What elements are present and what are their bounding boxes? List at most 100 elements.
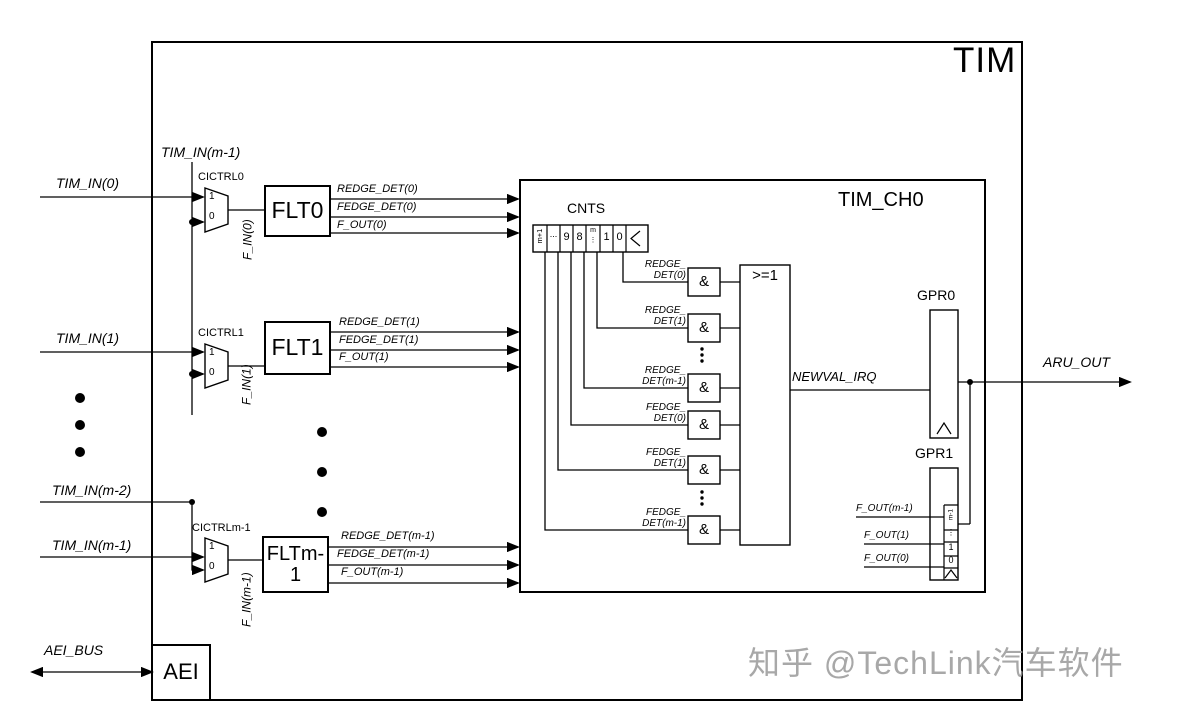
label-aei: AEI [163, 659, 199, 685]
and-gate-symbol: & [698, 415, 709, 433]
label-gpr1: GPR1 [915, 445, 954, 461]
cictrl1-mux-shape [204, 343, 229, 389]
label-flt1: FLT1 [271, 334, 324, 361]
ellipsis-dot-small [700, 502, 704, 506]
and-input-label: FEDGE_ DET(m-1) [642, 507, 686, 529]
junction-dot [189, 371, 195, 377]
and-input-label: REDGE_ DET(1) [644, 305, 686, 327]
label-aei-bus: AEI_BUS [44, 642, 104, 658]
cnts-bit-mid-dots: ⋮ [589, 237, 597, 244]
label-tim-in-0: TIM_IN(0) [56, 175, 119, 191]
wire-cnts-to-and3 [583, 252, 688, 389]
gpr1-mux-dots: ⋮ [947, 528, 955, 537]
and-gate-symbol: & [698, 318, 709, 336]
watermark: 知乎 @TechLink汽车软件 [748, 645, 1124, 681]
wire-cnts-to-and2 [596, 252, 688, 329]
label-aru-out: ARU_OUT [1043, 354, 1110, 370]
and-input-label: REDGE_ DET(0) [644, 259, 686, 281]
label-tim-in-m1-top: TIM_IN(m-1) [161, 144, 241, 160]
label-f-out-1: F_OUT(1) [339, 351, 389, 363]
ellipsis-dot-small [700, 490, 704, 494]
label-tim-in-m2: TIM_IN(m-2) [52, 482, 132, 498]
ellipsis-dot-small [700, 347, 704, 351]
or-gate-symbol: >=1 [752, 267, 778, 284]
label-fedge-det-0: FEDGE_DET(0) [337, 201, 417, 213]
ellipsis-dot-small [700, 353, 704, 357]
mux0-sel1: 1 [209, 191, 215, 202]
cnts-register-box [532, 224, 649, 253]
cictrlm1-mux-shape [204, 537, 229, 583]
shift-direction-icon [630, 230, 641, 247]
wire-cnts-to-and1 [622, 252, 688, 283]
ellipsis-dot [75, 420, 85, 430]
label-fltm1: FLTm- 1 [266, 542, 325, 586]
junction-dot [189, 499, 195, 505]
label-fedge-det-m1: FEDGE_DET(m-1) [337, 548, 430, 560]
and-gate-symbol: & [698, 460, 709, 478]
wire-gpr1-to-aru [958, 382, 971, 525]
muxm1-sel0: 0 [209, 561, 215, 572]
cnts-bit-1: 1 [603, 231, 610, 243]
label-redge-det-1: REDGE_DET(1) [339, 316, 420, 328]
label-cictrl1: CICTRL1 [198, 327, 244, 339]
label-redge-det-0: REDGE_DET(0) [337, 183, 418, 195]
gpr0-trigger-icon [936, 421, 952, 435]
cnts-dots: ... [549, 229, 558, 239]
flt1-box [264, 321, 331, 375]
label-f-out-m1: F_OUT(m-1) [341, 566, 404, 578]
and-gate-box [687, 515, 721, 545]
ellipsis-dot-small [700, 496, 704, 500]
label-cnts: CNTS [567, 200, 606, 216]
and-input-label: REDGE_ DET(m-1) [642, 365, 686, 387]
label-tim-in-m1: TIM_IN(m-1) [52, 537, 132, 553]
label-f-in-0: F_IN(0) [240, 219, 255, 260]
label-newval-irq: NEWVAL_IRQ [792, 369, 877, 384]
mux1-sel1: 1 [209, 347, 215, 358]
gpr0-register-box [929, 309, 959, 439]
ellipsis-dot [317, 507, 327, 517]
label-redge-det-m1: REDGE_DET(m-1) [341, 530, 435, 542]
cnts-bit-mid: m [590, 227, 596, 234]
ellipsis-dot [75, 447, 85, 457]
label-flt0: FLT0 [271, 197, 324, 224]
cnts-bit-dividers [546, 225, 627, 252]
ellipsis-dot [317, 467, 327, 477]
and-gate-symbol: & [698, 520, 709, 538]
and-gate-box [687, 455, 721, 485]
cnts-bit-8: 8 [576, 231, 583, 243]
label-cictrlm1: CICTRLm-1 [192, 522, 251, 534]
mux0-sel0: 0 [209, 211, 215, 222]
label-gpr1-f-out-m1: F_OUT(m-1) [856, 503, 913, 514]
and-gate-symbol: & [698, 378, 709, 396]
cictrl0-mux-shape [204, 187, 229, 233]
ellipsis-dot-small [700, 359, 704, 363]
gpr1-mux-0: 0 [948, 555, 954, 565]
and-gate-symbol: & [698, 272, 709, 290]
channel-title: TIM_CH0 [838, 189, 924, 211]
mux1-sel0: 0 [209, 367, 215, 378]
gpr1-input-mux-cells [943, 504, 958, 580]
page-title: TIM [953, 41, 1017, 80]
cnts-bit-high: m+1 [534, 228, 544, 244]
label-tim-in-1: TIM_IN(1) [56, 330, 119, 346]
wire-cnts-to-and5 [557, 252, 688, 471]
tim-ch0-box [519, 179, 986, 593]
tim-module-box [151, 41, 1023, 701]
ellipsis-dot [317, 427, 327, 437]
label-f-in-1: F_IN(1) [239, 364, 254, 405]
cnts-bit-9: 9 [563, 231, 570, 243]
and-gate-box [687, 373, 721, 403]
label-f-out-0: F_OUT(0) [337, 219, 387, 231]
ellipsis-dot [75, 393, 85, 403]
and-input-label: FEDGE_ DET(0) [645, 402, 686, 424]
gpr1-trigger-icon [944, 569, 958, 579]
gpr1-mux-top: m-1 [947, 508, 955, 521]
flt0-box [264, 185, 331, 237]
and-input-label: FEDGE_ DET(1) [645, 447, 686, 469]
gpr1-mux-1: 1 [948, 542, 954, 552]
or-gate-box [739, 264, 791, 546]
label-f-in-m1: F_IN(m-1) [239, 572, 254, 627]
muxm1-sel1: 1 [209, 541, 215, 552]
wire-cnts-to-and6 [544, 252, 688, 531]
